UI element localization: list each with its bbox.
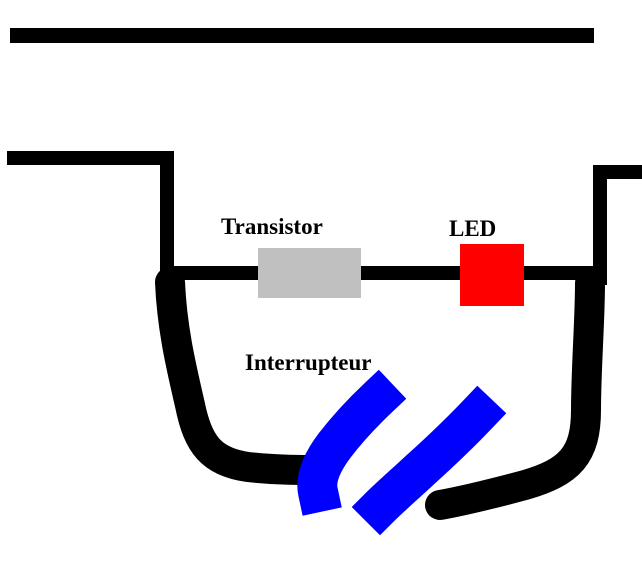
- led-component: [460, 244, 524, 306]
- switch-contact-right: [351, 385, 507, 536]
- right-loop-wire: [425, 268, 605, 520]
- transistor-label: Transistor: [221, 214, 323, 239]
- left-wire: [7, 151, 174, 285]
- top-bar: [10, 28, 594, 43]
- right-wire: [593, 165, 642, 285]
- led-label: LED: [449, 216, 496, 241]
- switch-contact-left: [297, 369, 407, 516]
- switch-label: Interrupteur: [245, 350, 371, 375]
- left-loop-wire: [155, 267, 333, 485]
- transistor-component: [258, 248, 361, 298]
